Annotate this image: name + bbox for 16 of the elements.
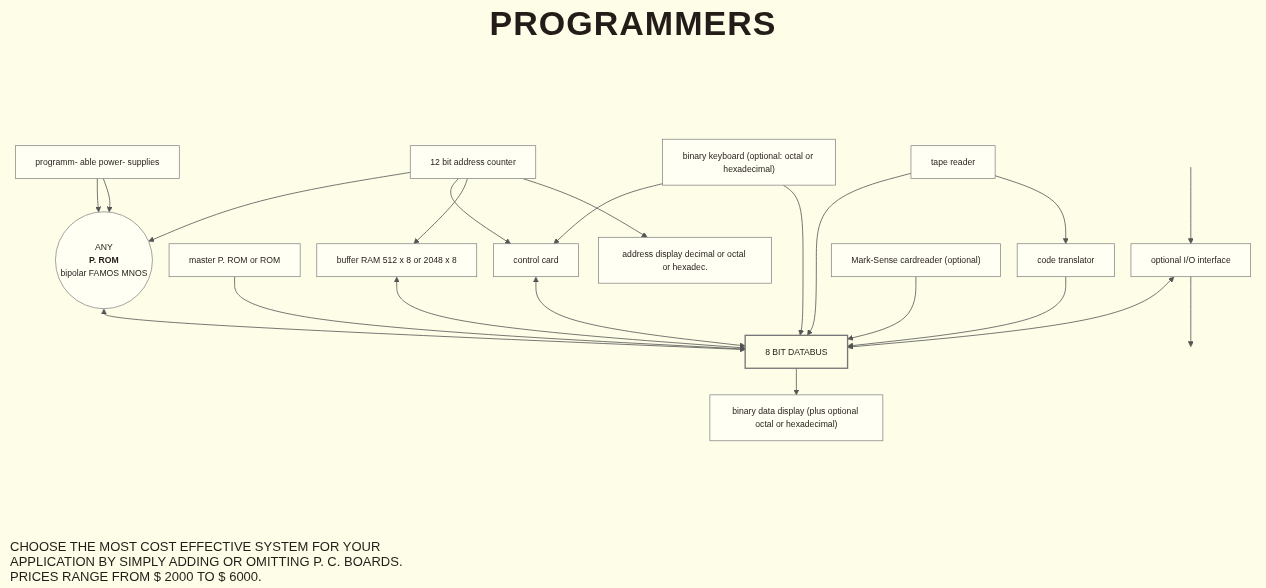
node-box: Mark-Sense cardreader (optional)	[830, 243, 1001, 278]
node-box: buffer RAM 512 x 8 or 2048 x 8	[316, 243, 478, 278]
node-box: programm- able power- supplies	[15, 145, 180, 179]
note-text: CHOOSE THE MOST COST EFFECTIVE SYSTEM FOR YOUR APPLICATION BY SIMPLY ADDING OR OMITTING P. C. BOARDS. PRICES RANGE FROM $ 2000 TO $ 6000.	[10, 539, 404, 584]
node-box: address display decimal or octal or hexadec.	[598, 236, 772, 284]
node-box: binary data display (plus optional octal or hexadecimal)	[709, 394, 884, 442]
node-box: code translator	[1016, 243, 1115, 278]
title: PROGRAMMERS	[488, 4, 778, 43]
node-box: 8 BIT DATABUS	[744, 334, 849, 369]
node-box: control card	[493, 243, 579, 278]
node-box: master P. ROM or ROM	[168, 243, 301, 278]
node-box: binary keyboard (optional: octal or hexadecimal)	[662, 138, 836, 186]
node-box: tape reader	[910, 145, 996, 179]
node-circle: ANY P. ROM bipolar FAMOS MNOS	[55, 211, 153, 310]
node-box: optional I/O interface	[1130, 243, 1251, 278]
node-box: 12 bit address counter	[409, 145, 537, 179]
